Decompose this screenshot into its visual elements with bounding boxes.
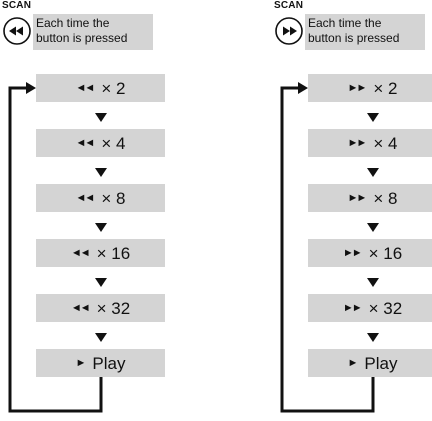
- step-box-x32: ◄◄ × 32: [36, 294, 165, 322]
- step-box-x4: ◄◄ × 4: [36, 129, 165, 157]
- note-text: Each time the button is pressed: [308, 16, 426, 46]
- step-box-x2: ◄◄ × 2: [36, 74, 165, 102]
- down-arrow-icon: [95, 223, 107, 232]
- step-label: × 8: [373, 188, 398, 208]
- step-box-x4: ►► × 4: [308, 129, 432, 157]
- step-box-play: ► Play: [308, 349, 432, 377]
- rewind-arrows-icon: ◄◄: [75, 81, 96, 94]
- rewind-arrows-icon: ◄◄: [75, 136, 96, 149]
- play-label: Play: [364, 353, 398, 373]
- fast-forward-arrows-icon: ►►: [347, 136, 368, 149]
- scan-title: SCAN: [274, 0, 304, 11]
- note-text: Each time the button is pressed: [36, 16, 154, 46]
- note-line-2: button is pressed: [36, 31, 128, 45]
- step-label: × 4: [373, 133, 398, 153]
- play-label: Play: [92, 353, 126, 373]
- step-box-x16: ►► × 16: [308, 239, 432, 267]
- fast-forward-arrows-icon: ►►: [347, 191, 368, 204]
- scan-title: SCAN: [2, 0, 32, 11]
- fast-forward-icon: [275, 17, 303, 45]
- rewind-arrows-icon: ◄◄: [70, 301, 91, 314]
- step-box-play: ► Play: [36, 349, 165, 377]
- step-box-x8: ◄◄ × 8: [36, 184, 165, 212]
- play-icon: ►: [347, 356, 359, 369]
- note-box: [33, 14, 153, 50]
- play-icon: ►: [75, 356, 87, 369]
- fast-forward-scan-diagram: SCAN Each time the button is pressed ►► …: [272, 0, 432, 421]
- note-line-1: Each time the: [308, 16, 382, 30]
- down-arrow-icon: [95, 113, 107, 122]
- step-box-x32: ►► × 32: [308, 294, 432, 322]
- step-label: × 32: [96, 298, 131, 318]
- rewind-arrows-icon: ◄◄: [70, 246, 91, 259]
- step-label: × 8: [101, 188, 126, 208]
- step-label: × 4: [101, 133, 126, 153]
- note-line-2: button is pressed: [308, 31, 400, 45]
- fast-forward-arrows-icon: ►►: [342, 246, 363, 259]
- step-label: × 16: [96, 243, 131, 263]
- rewind-icon: [3, 17, 31, 45]
- down-arrow-icon: [367, 223, 379, 232]
- fast-forward-arrows-icon: ►►: [342, 301, 363, 314]
- step-box-x2: ►► × 2: [308, 74, 432, 102]
- down-arrow-icon: [367, 168, 379, 177]
- down-arrow-icon: [95, 333, 107, 342]
- down-arrow-icon: [95, 168, 107, 177]
- step-label: × 32: [368, 298, 403, 318]
- step-box-x8: ►► × 8: [308, 184, 432, 212]
- step-label: × 16: [368, 243, 403, 263]
- down-arrow-icon: [95, 278, 107, 287]
- note-box: [305, 14, 425, 50]
- step-label: × 2: [373, 78, 398, 98]
- rewind-arrows-icon: ◄◄: [75, 191, 96, 204]
- note-line-1: Each time the: [36, 16, 110, 30]
- step-box-x16: ◄◄ × 16: [36, 239, 165, 267]
- down-arrow-icon: [367, 113, 379, 122]
- rewind-scan-diagram: SCAN Each time the button is pressed ◄◄ …: [0, 0, 200, 421]
- fast-forward-arrows-icon: ►►: [347, 81, 368, 94]
- down-arrow-icon: [367, 278, 379, 287]
- down-arrow-icon: [367, 333, 379, 342]
- step-label: × 2: [101, 78, 126, 98]
